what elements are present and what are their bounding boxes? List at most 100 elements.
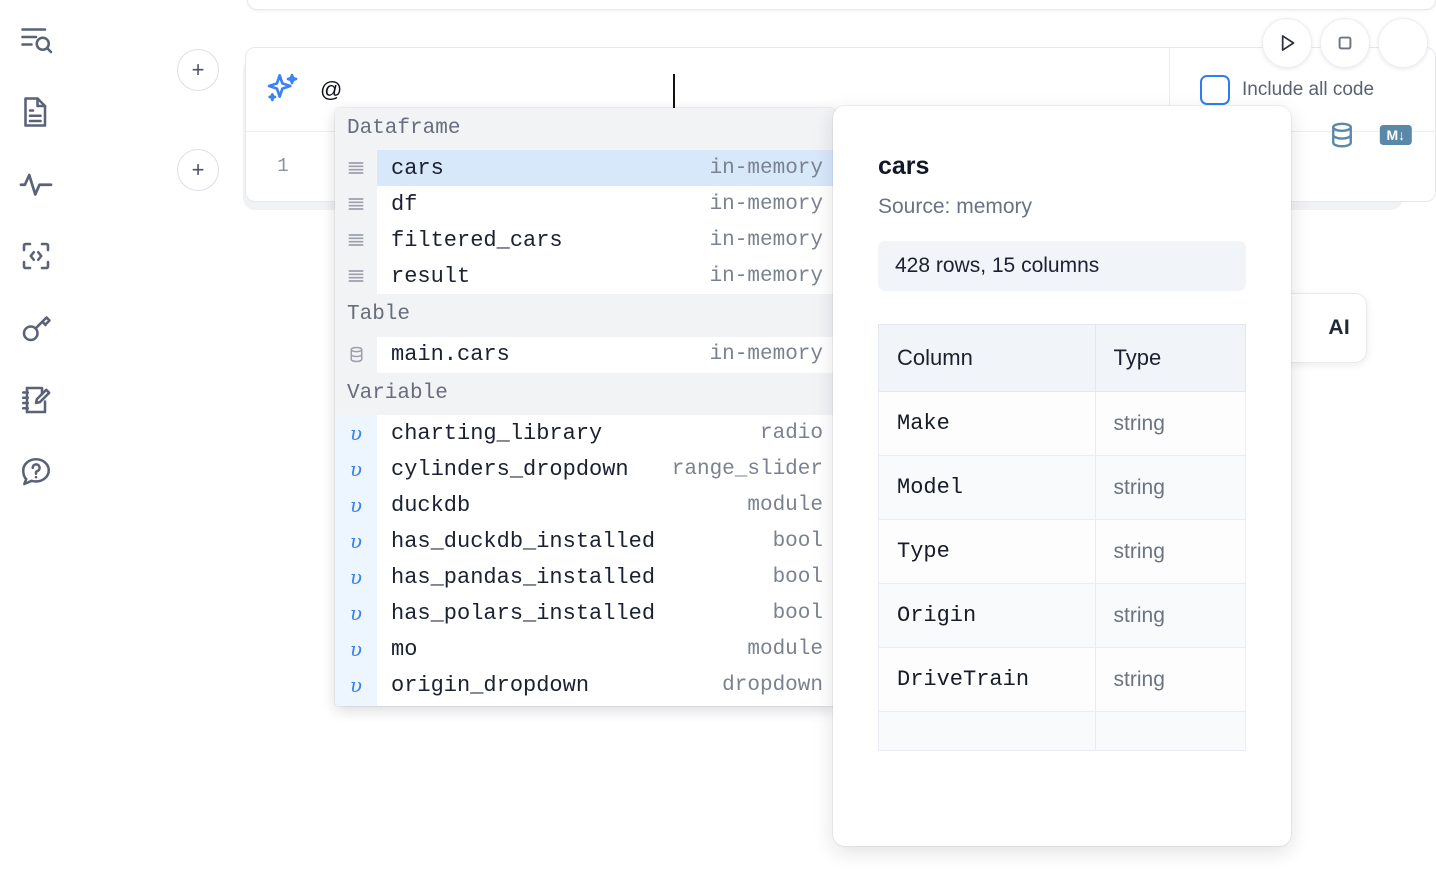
sidebar-item-embed-code[interactable] [14, 234, 58, 278]
autocomplete-item-name: cylinders_dropdown [391, 456, 629, 482]
autocomplete-item[interactable]: υ charting_library radio [335, 415, 835, 452]
ai-prompt-row: Include all code [246, 48, 1435, 132]
database-icon[interactable] [1327, 120, 1357, 155]
doc-column-type: string [1094, 583, 1247, 648]
autocomplete-item-type: in-memory [709, 343, 823, 367]
autocomplete-group-header: Variable [335, 372, 835, 416]
autocomplete-item-name: charting_library [391, 420, 603, 446]
include-all-code-control[interactable]: Include all code [1169, 48, 1435, 131]
stop-button[interactable] [1320, 18, 1370, 68]
doc-column-name: Origin [878, 583, 1096, 648]
dataframe-icon [335, 222, 377, 259]
previous-cell-card [247, 0, 1436, 10]
doc-column-name: Make [878, 391, 1096, 456]
autocomplete-item[interactable]: υpdmodule [335, 703, 835, 706]
sidebar-item-document[interactable] [14, 90, 58, 134]
doc-table-row [878, 711, 1247, 751]
doc-source: Source: memory [878, 195, 1033, 218]
add-cell-button-bottom[interactable]: + [177, 149, 219, 191]
sidebar-item-help[interactable] [14, 450, 58, 494]
autocomplete-item-name: mo [391, 636, 418, 662]
ai-prompt-input-wrap[interactable] [320, 48, 1169, 131]
ai-pill-label: AI [1328, 316, 1350, 339]
key-icon [18, 310, 54, 346]
more-button[interactable] [1378, 18, 1428, 68]
doc-table-header-column: Column [878, 324, 1096, 392]
autocomplete-item-name: filtered_cars [391, 227, 563, 253]
include-all-code-checkbox[interactable] [1200, 74, 1230, 105]
doc-column-name: Type [878, 519, 1096, 584]
line-number: 1 [277, 155, 289, 177]
add-cell-button-top[interactable]: + [177, 49, 219, 91]
notebook-edit-icon [18, 382, 54, 418]
doc-column-name [878, 711, 1096, 751]
variable-icon: υ [335, 595, 377, 632]
include-all-code-label: Include all code [1242, 78, 1375, 100]
autocomplete-item[interactable]: main.cars in-memory [335, 336, 835, 373]
run-button[interactable] [1262, 18, 1312, 68]
code-editor-row: 1 [246, 133, 1435, 201]
cell-tools: M↓ [1327, 120, 1413, 155]
autocomplete-item[interactable]: υ cylinders_dropdown range_slider [335, 451, 835, 488]
variable-icon: υ [335, 415, 377, 452]
dataframe-icon [335, 186, 377, 223]
doc-title: cars [878, 152, 930, 180]
variable-icon: υ [335, 631, 377, 668]
autocomplete-item-name: origin_dropdown [391, 672, 590, 698]
activity-icon [18, 166, 54, 202]
svg-text:M↓: M↓ [1386, 127, 1405, 143]
sidebar-item-notebook-edit[interactable] [14, 378, 58, 422]
autocomplete-item-type: module [747, 493, 823, 517]
dataframe-icon [335, 150, 377, 187]
autocomplete-item-type: radio [759, 421, 823, 445]
sparkles-icon [246, 70, 320, 110]
dataframe-icon [335, 258, 377, 295]
doc-column-name: Model [878, 455, 1096, 520]
variable-icon: υ [335, 703, 377, 706]
autocomplete-item-type: bool [772, 529, 823, 553]
autocomplete-item[interactable]: filtered_cars in-memory [335, 222, 835, 259]
sidebar-item-activity[interactable] [14, 162, 58, 206]
sidebar-item-key[interactable] [14, 306, 58, 350]
autocomplete-item-type: range_slider [671, 457, 823, 481]
autocomplete-item-name: result [391, 263, 471, 289]
doc-column-type [1094, 711, 1247, 751]
variable-icon: υ [335, 451, 377, 488]
doc-table-header-type: Type [1094, 324, 1247, 392]
help-chat-icon [18, 454, 54, 490]
variable-icon: υ [335, 523, 377, 560]
ai-prompt-input[interactable] [320, 76, 1169, 103]
sidebar-rail [0, 0, 72, 874]
documentation-panel: cars Source: memory 428 rows, 15 columns… [833, 106, 1291, 846]
doc-column-type: string [1094, 391, 1247, 456]
autocomplete-item-type: in-memory [709, 228, 823, 252]
autocomplete-item-type: module [747, 637, 823, 661]
autocomplete-item-type: dropdown [722, 673, 823, 697]
doc-column-type: string [1094, 455, 1247, 520]
autocomplete-item-name: duckdb [391, 492, 471, 518]
autocomplete-item[interactable]: υ origin_dropdown dropdown [335, 667, 835, 704]
doc-column-type: string [1094, 519, 1247, 584]
document-icon [18, 94, 54, 130]
autocomplete-item-name: cars [391, 155, 444, 181]
markdown-icon[interactable]: M↓ [1379, 123, 1413, 152]
autocomplete-item-name: has_polars_installed [391, 600, 656, 626]
autocomplete-item-name: main.cars [391, 342, 510, 368]
variable-icon: υ [335, 559, 377, 596]
sidebar-item-file-search[interactable] [14, 18, 58, 62]
